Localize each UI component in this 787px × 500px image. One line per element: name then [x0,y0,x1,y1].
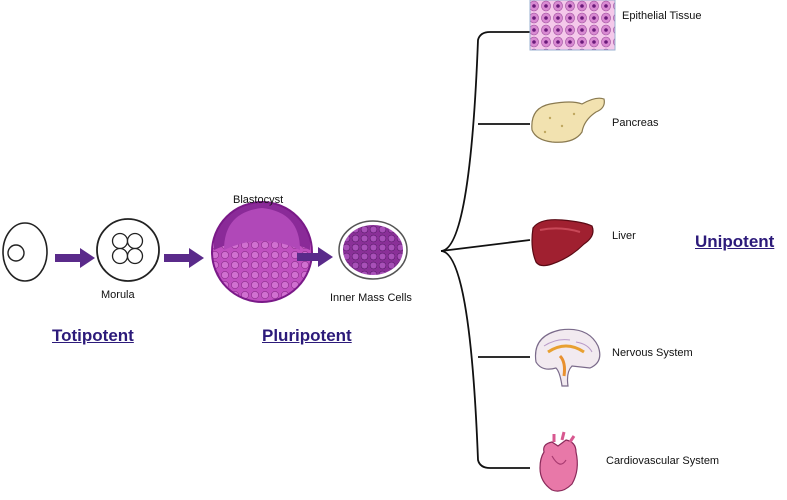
zygote-cell [2,222,48,282]
liver-image [531,219,594,267]
arrow-blastocyst-to-inner-mass [297,247,333,267]
blastocyst-label: Blastocyst [233,194,284,206]
pancreas-image [531,97,605,143]
arrow-morula-to-blastocyst [164,248,204,268]
morula-cell [96,218,160,282]
pancreas-label: Pancreas [612,117,659,129]
cardiovascular-system-label: Cardiovascular System [606,455,720,467]
differentiation-branches [440,31,531,469]
morula-label: Morula [101,289,135,301]
heart-image [539,431,578,492]
brain-image [534,328,601,387]
inner-mass-cells-label: Inner Mass Cells [330,292,412,304]
blastocyst-image [211,201,313,303]
epithelial-tissue-label: Epithelial Tissue [622,10,702,22]
epithelial-tissue-image [529,0,616,51]
nervous-system-label: Nervous System [612,347,693,359]
liver-label: Liver [612,230,636,242]
inner-mass-cells-image [338,220,408,280]
unipotent-heading: Unipotent [695,232,775,251]
pluripotent-heading: Pluripotent [262,326,352,345]
totipotent-heading: Totipotent [52,326,134,345]
arrow-zygote-to-morula [55,248,95,268]
